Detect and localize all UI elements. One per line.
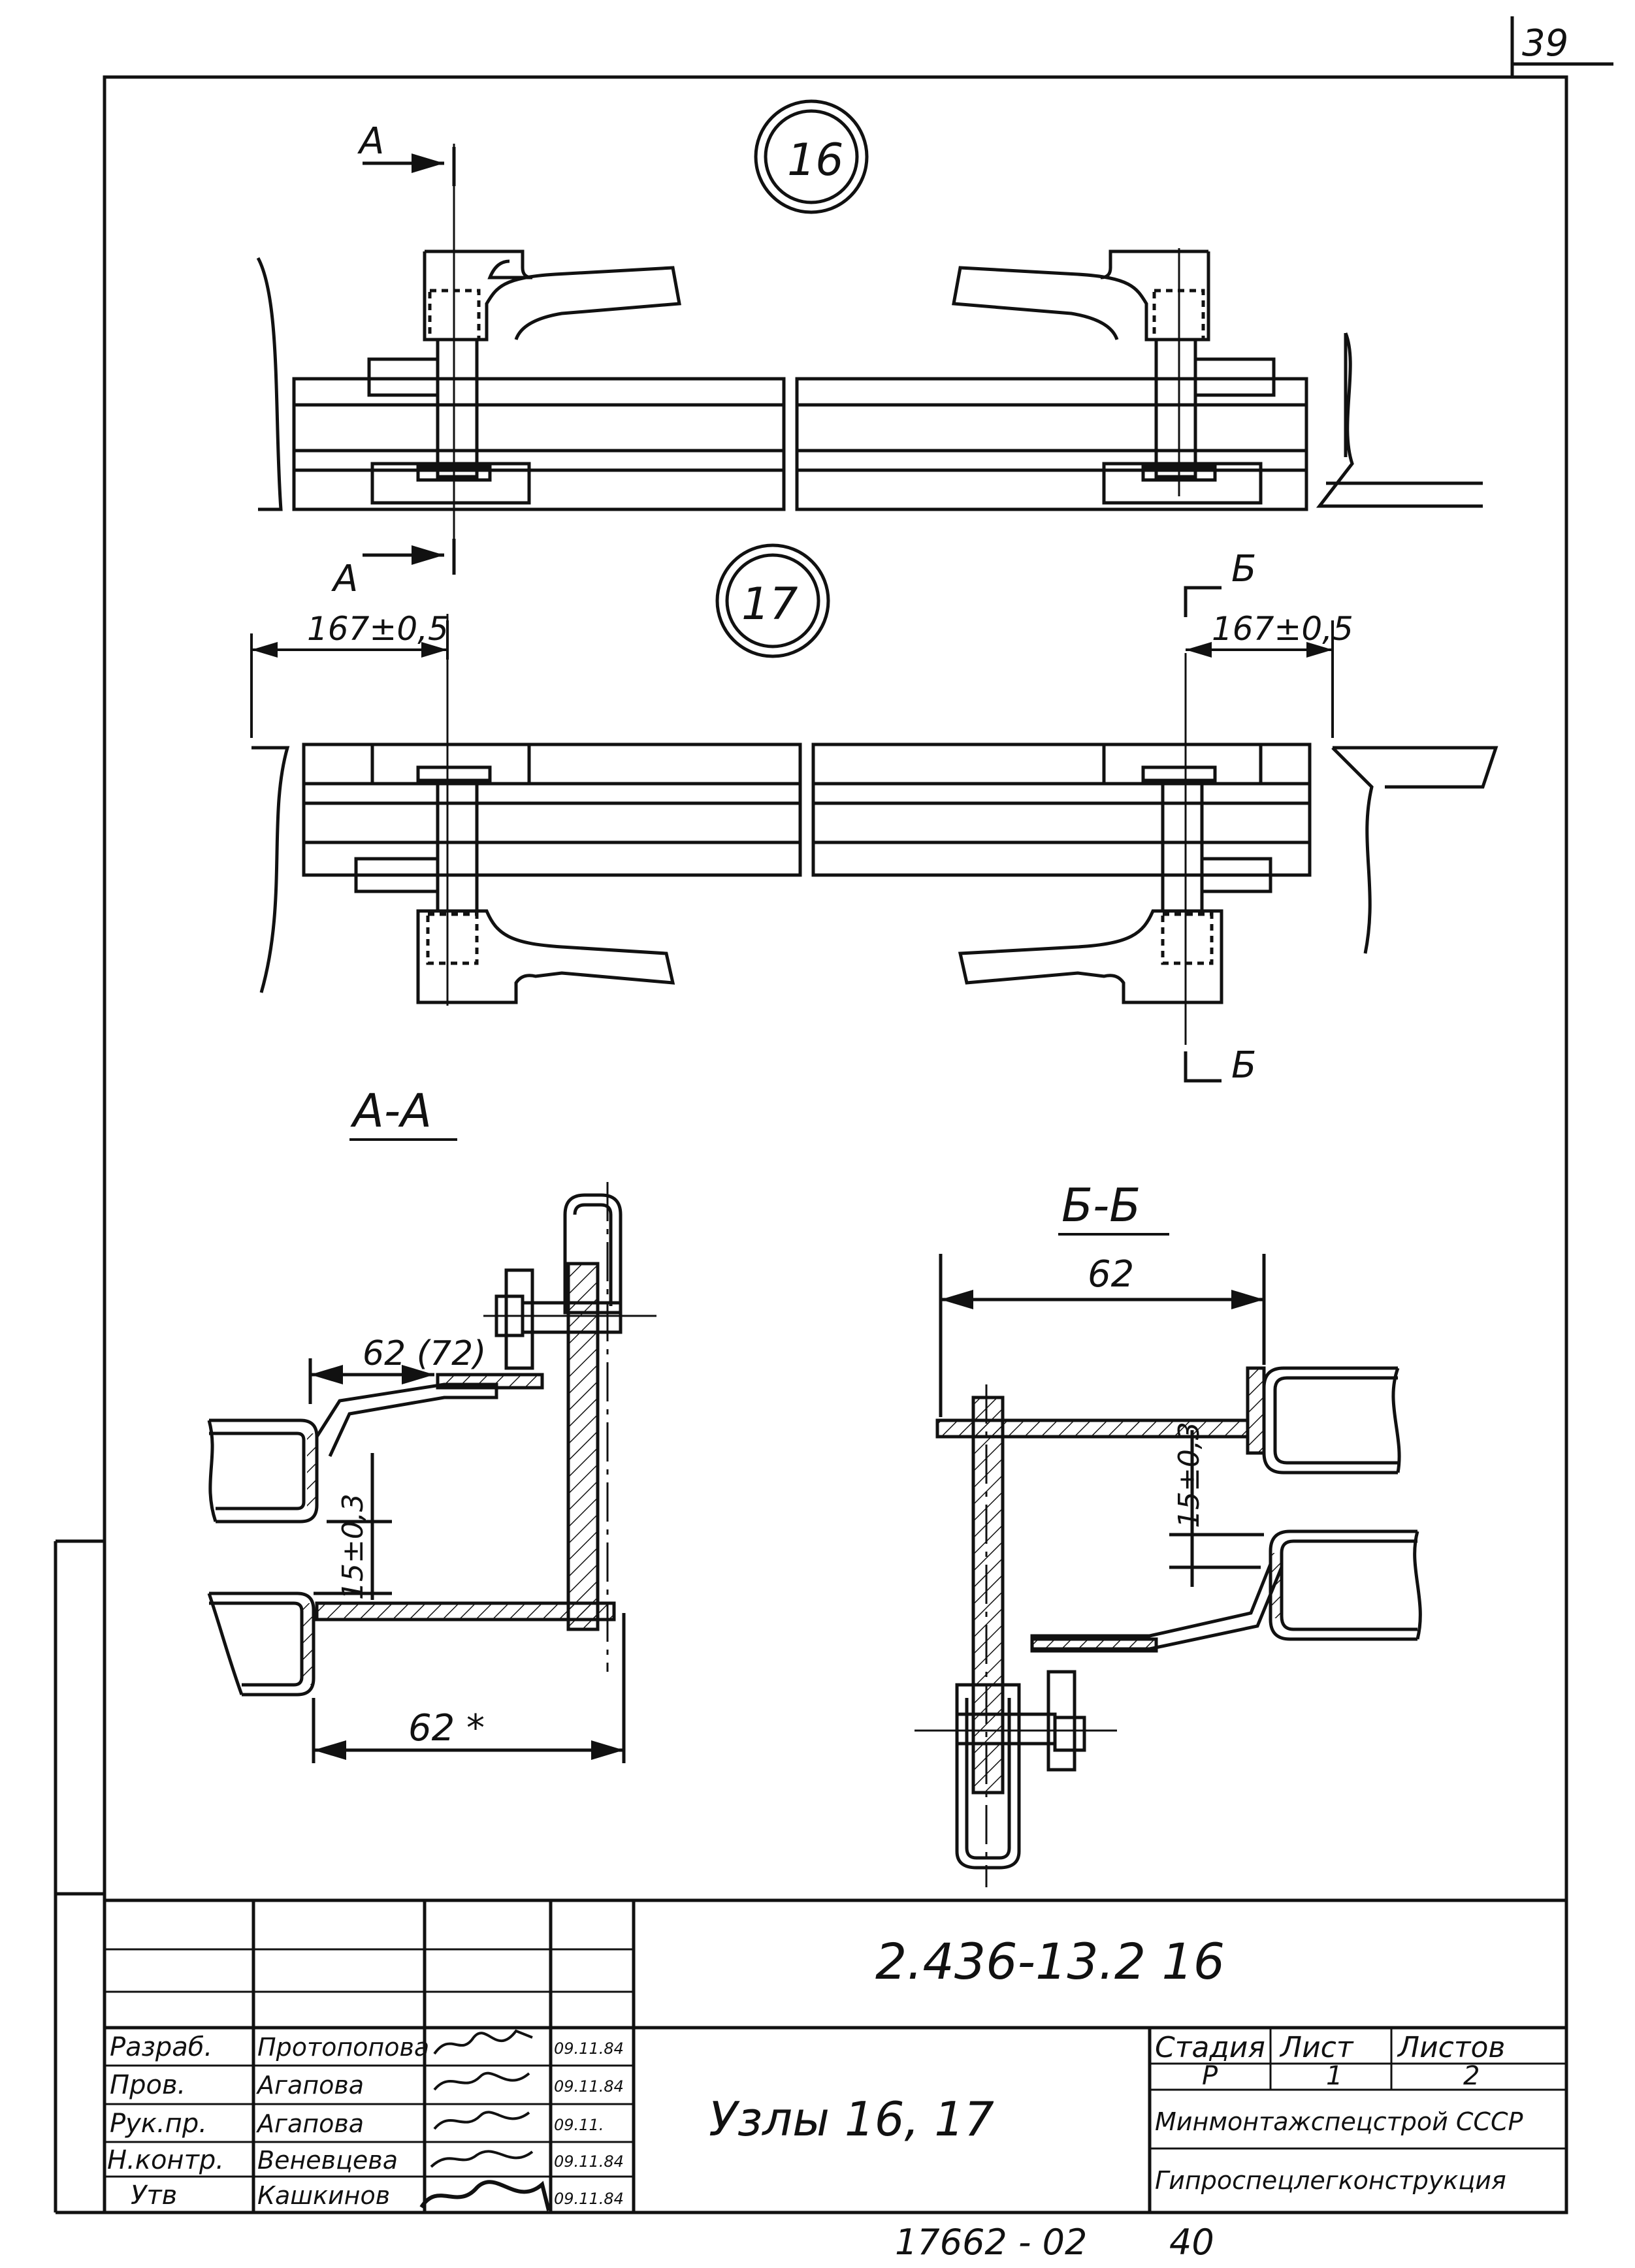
row-name: Агапова [255,2109,364,2138]
bb-dim-15: 15±0,3 [1173,1422,1206,1528]
row-date: 09.11.84 [554,2152,624,2171]
aa-dim-62-72: 62 (72) [363,1334,486,1373]
signature-row: Разраб. Протопопова 09.11.84 [110,2029,624,2062]
row-role: Разраб. [110,2032,212,2062]
node-16-view [256,99,1483,575]
row-date: 09.11.84 [554,2077,624,2096]
signature-row: Рук.пр. Агапова 09.11. [110,2109,604,2139]
title-block [105,1898,1566,2212]
aa-dim-62-star: 62 * [408,1707,485,1749]
signature-row: Пров. Агапова 09.11.84 [110,2070,624,2100]
node-17-view [251,543,1498,1045]
bb-dim-62: 62 [1088,1253,1134,1296]
row-name: Веневцева [257,2146,398,2175]
sheet-value: 1 [1326,2061,1342,2091]
section-aa-title: А-А [350,1084,432,1138]
cut-a-marks [363,147,456,575]
node-16-number: 16 [787,135,844,186]
signature-mark [419,2180,551,2211]
stage-label: Стадия [1155,2031,1265,2064]
sheets-value: 2 [1463,2061,1480,2091]
signature-rows: Разраб. Протопопова 09.11.84 Пров. Агапо… [107,2029,624,2211]
row-name: Агапова [255,2071,364,2100]
dim-167-right: 167±0,5 [1212,610,1353,648]
cut-b-top-label: Б [1231,548,1256,590]
cut-a-bottom-label: А [331,558,358,600]
drawing-title: Узлы 16, 17 [709,2092,994,2147]
row-role: Н.контр. [107,2145,224,2175]
row-name: Протопопова [257,2033,429,2062]
organization-institute: Гипроспецлегконструкция [1155,2166,1506,2195]
archive-page: 40 [1169,2222,1214,2263]
dim-167-lines [250,620,1334,738]
cut-b-marks [1184,586,1222,1083]
cut-b-bottom-label: Б [1231,1044,1256,1087]
row-role: Пров. [110,2070,186,2100]
row-role: Утв [131,2180,177,2211]
corner-sheet-number: 39 [1522,22,1568,65]
sheet-label: Лист [1279,2031,1354,2064]
signature-row: Утв Кашкинов 09.11.84 [131,2180,624,2211]
signature-mark [433,2111,530,2130]
row-name: Кашкинов [257,2181,390,2210]
section-bb-title: Б-Б [1061,1179,1141,1232]
cut-a-top-label: А [357,120,384,163]
node-16-marker [754,99,869,214]
stage-value: Р [1202,2061,1218,2091]
row-date: 09.11.84 [554,2190,624,2208]
section-bb-drawing [915,1254,1422,1887]
signature-row: Н.контр. Веневцева 09.11.84 [107,2145,624,2175]
row-date: 09.11.84 [554,2039,624,2058]
row-role: Рук.пр. [110,2109,207,2139]
organization-ministry: Минмонтажспецстрой СССР [1155,2107,1523,2136]
row-date: 09.11. [554,2116,604,2134]
section-aa-drawing [207,1182,656,1763]
document-code: 2.436-13.2 16 [875,1932,1225,1990]
sheets-label: Листов [1397,2031,1505,2064]
signature-mark [433,2029,533,2055]
node-17-marker [715,543,830,658]
signature-mark [430,2150,534,2168]
node-17-number: 17 [741,579,798,630]
sheet-frame [54,16,1613,2214]
aa-dim-15: 15±0,3 [336,1493,370,1600]
archive-code: 17662 - 02 [895,2222,1087,2263]
signature-mark [433,2071,530,2091]
dim-167-left: 167±0,5 [307,610,449,648]
